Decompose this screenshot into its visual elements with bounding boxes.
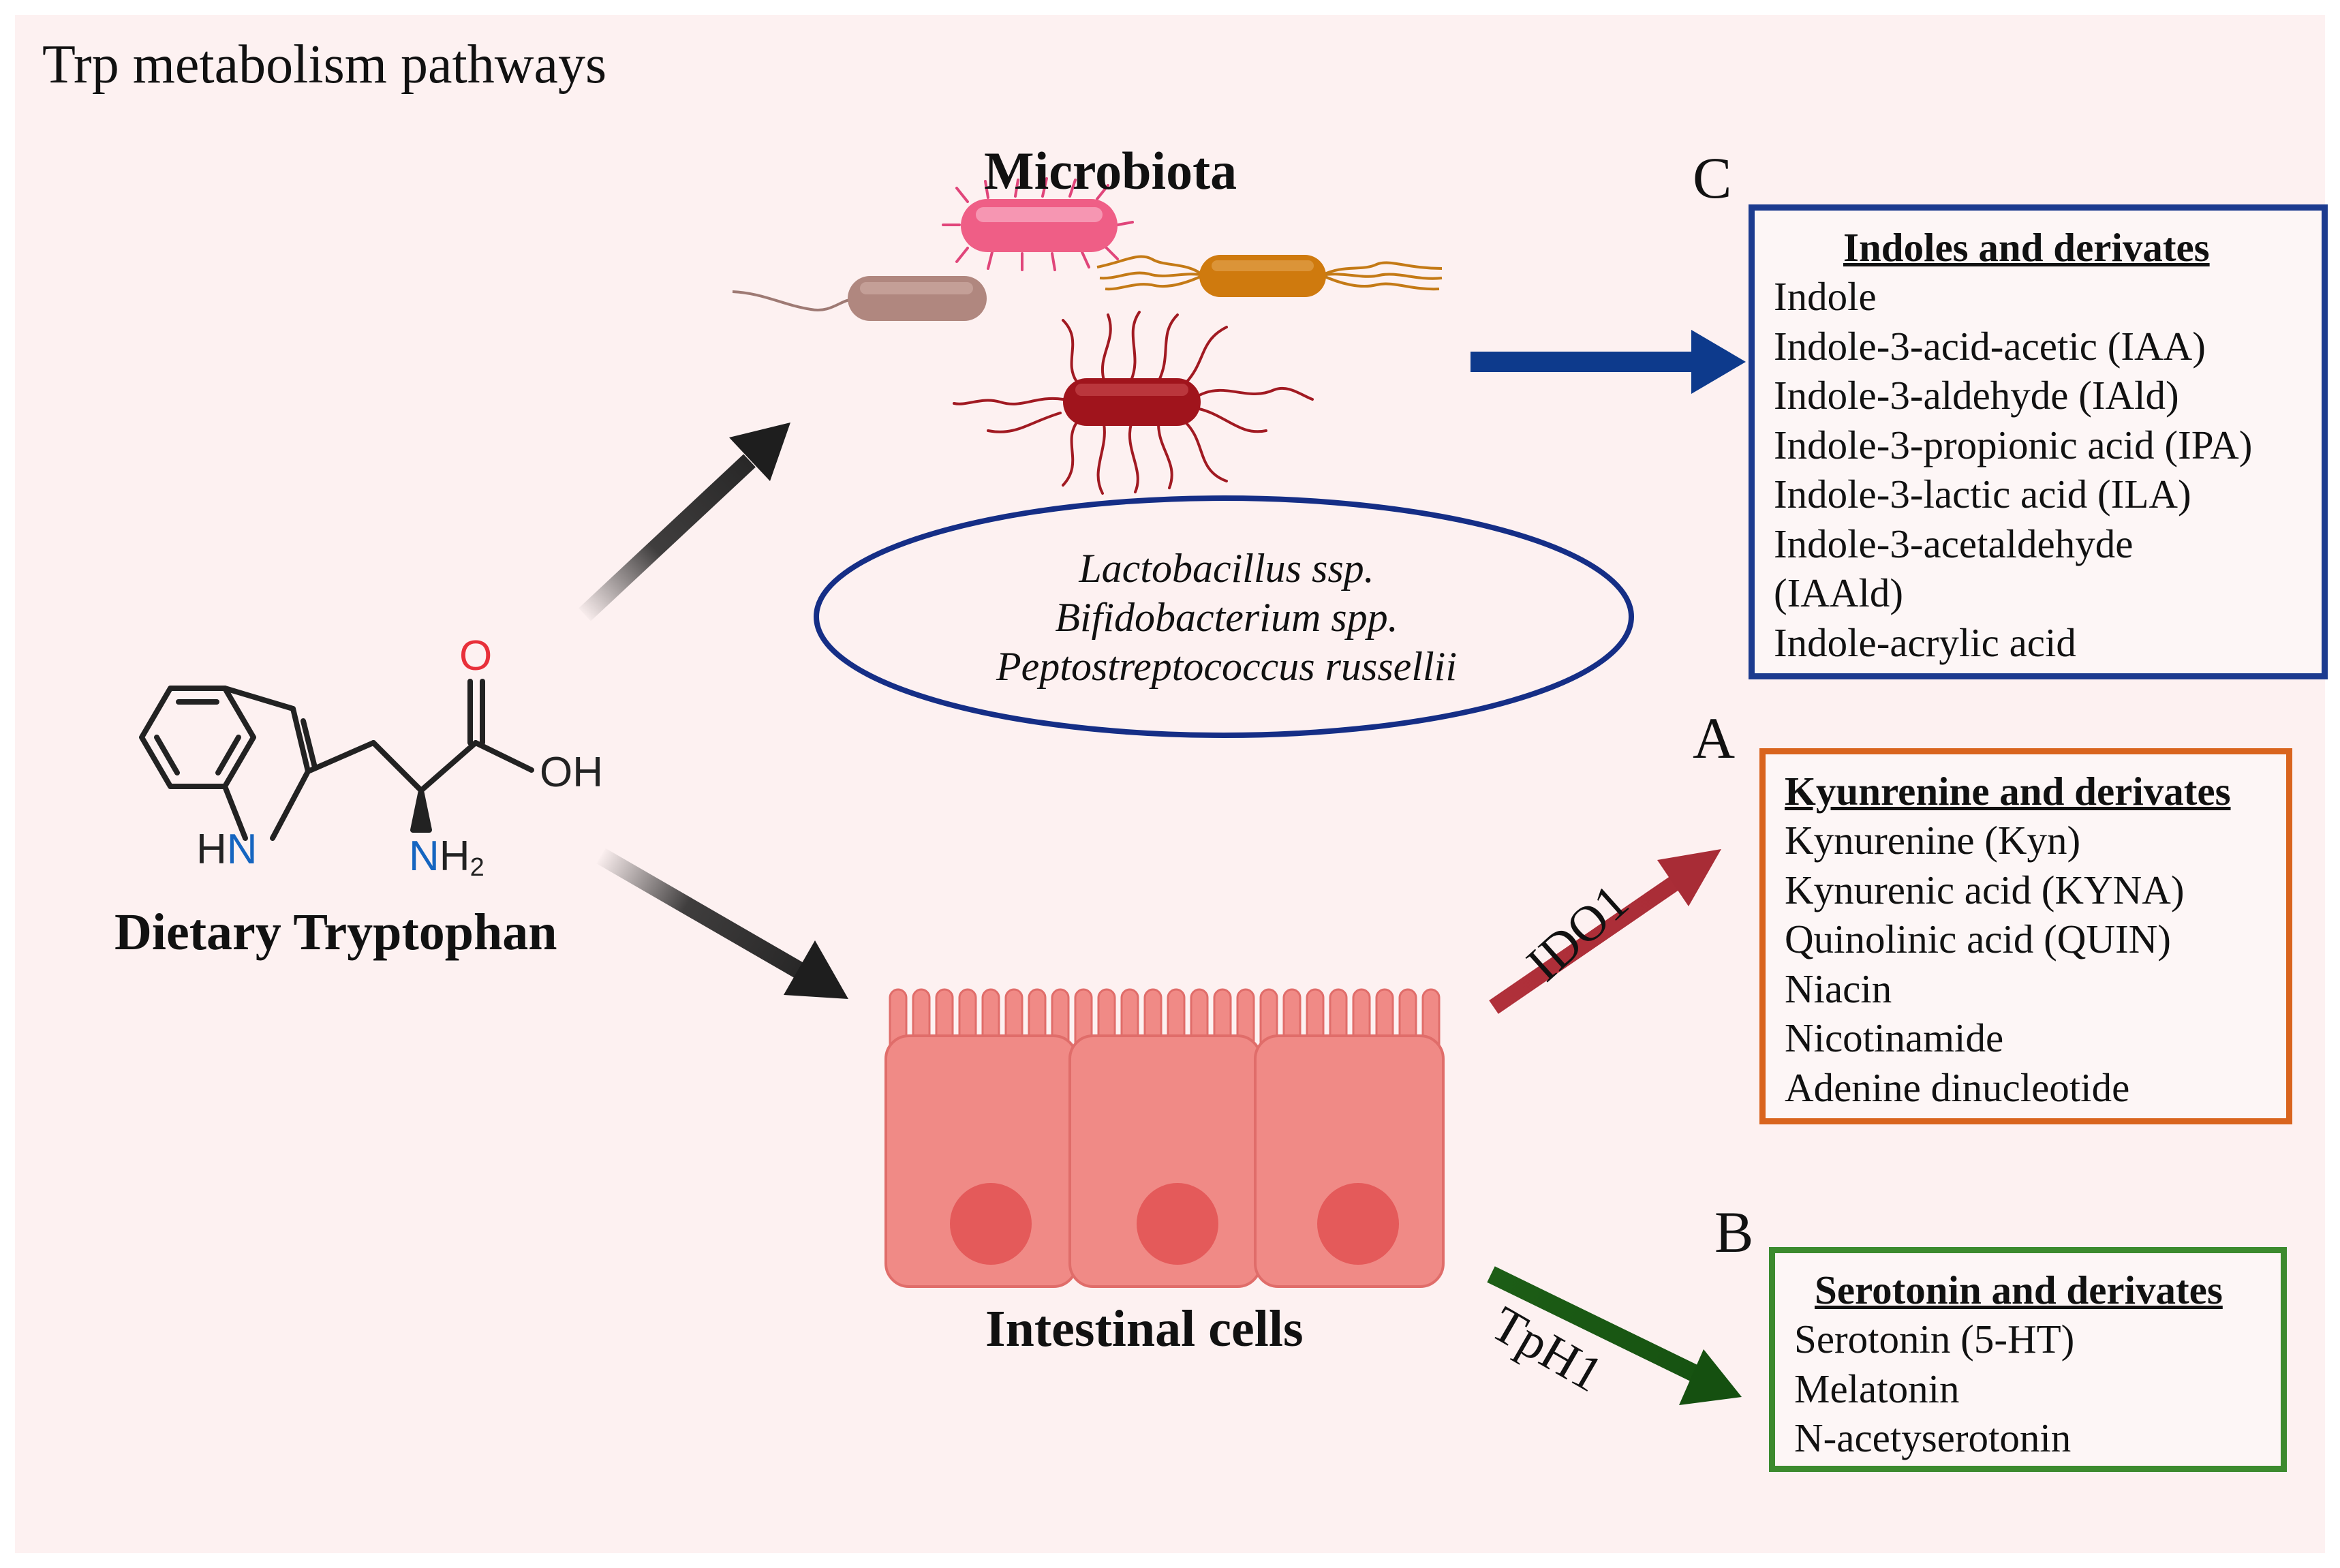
- atom-nh2: NH2: [409, 833, 484, 882]
- arrow-to-indoles: [1471, 330, 1746, 394]
- list-item: Nicotinamide: [1785, 1015, 2004, 1060]
- box-heading: Kyunrenine and derivates: [1785, 769, 2231, 814]
- atom-subscript: 2: [469, 853, 484, 882]
- bacteria-name: Lactobacillus ssp.: [1079, 546, 1374, 591]
- bacteria-list: Lactobacillus ssp. Bifidobacterium spp. …: [825, 544, 1629, 691]
- bacterium-brown: [732, 276, 987, 321]
- intestinal-cells-illustration: [884, 988, 1445, 1288]
- list-item: Serotonin (5-HT): [1794, 1317, 2075, 1362]
- list-item: Kynurenic acid (KYNA): [1785, 867, 2185, 912]
- bacterium-red: [953, 311, 1314, 495]
- bacteria-name: Bifidobacterium spp.: [1055, 595, 1398, 640]
- arrow-to-intestinal-cells: [596, 848, 848, 999]
- diagram-title: Trp metabolism pathways: [42, 35, 607, 95]
- indoles-box: Indoles and derivates Indole Indole-3-ac…: [1749, 204, 2328, 679]
- list-item: Indole: [1774, 274, 1877, 319]
- kynurenine-box: Kyunrenine and derivates Kynurenine (Kyn…: [1759, 748, 2292, 1124]
- atom-n: N: [409, 833, 440, 880]
- list-item: Indole-3-propionic acid (IPA): [1774, 422, 2253, 467]
- list-item: Melatonin: [1794, 1366, 1960, 1411]
- box-list: Indole Indole-3-acid-acetic (IAA) Indole…: [1774, 272, 2322, 667]
- list-item: (IAAld): [1774, 570, 1904, 615]
- list-item: Adenine dinucleotide: [1785, 1064, 2130, 1110]
- microbiota-label: Microbiota: [984, 141, 1237, 200]
- bacterium-pink: [942, 177, 1134, 271]
- list-item: Indole-acrylic acid: [1774, 619, 2076, 665]
- bacteria-ellipse: [814, 495, 1634, 738]
- pathway-letter-b: B: [1714, 1199, 1754, 1265]
- list-item: Indole-3-acid-acetic (IAA): [1774, 323, 2206, 369]
- intestinal-cells-label: Intestinal cells: [985, 1300, 1304, 1357]
- bacteria-name: Peptostreptococcus russellii: [996, 644, 1457, 689]
- box-list: Kynurenine (Kyn) Kynurenic acid (KYNA) Q…: [1785, 816, 2286, 1112]
- list-item: Indole-3-lactic acid (ILA): [1774, 472, 2191, 517]
- tryptophan-structure: [139, 679, 534, 841]
- arrow-tph1: [1487, 1266, 1742, 1405]
- box-heading: Indoles and derivates: [1843, 225, 2210, 270]
- arrow-ido1: [1489, 849, 1721, 1014]
- pathway-letter-c: C: [1693, 145, 1732, 211]
- atom-hydroxyl: OH: [540, 749, 603, 796]
- dietary-tryptophan-label: Dietary Tryptophan: [114, 904, 557, 961]
- serotonin-box: Serotonin and derivates Serotonin (5-HT)…: [1769, 1247, 2287, 1472]
- bacterium-orange: [1096, 255, 1443, 297]
- box-list: Serotonin (5-HT) Melatonin N-acetyseroto…: [1794, 1315, 2281, 1463]
- list-item: Kynurenine (Kyn): [1785, 818, 2081, 863]
- atom-n: N: [226, 826, 258, 873]
- list-item: Indole-3-acetaldehyde: [1774, 521, 2134, 566]
- atom-h: H: [196, 826, 227, 873]
- list-item: N-acetyserotonin: [1794, 1415, 2072, 1460]
- list-item: Indole-3-aldehyde (IAld): [1774, 373, 2179, 418]
- atom-h: H: [439, 833, 470, 880]
- box-heading: Serotonin and derivates: [1815, 1267, 2223, 1312]
- list-item: Niacin: [1785, 966, 1892, 1011]
- atom-hn: HN: [196, 829, 258, 871]
- pathway-letter-a: A: [1693, 705, 1736, 771]
- atom-oxygen: O: [459, 632, 493, 679]
- arrow-to-microbiota: [579, 422, 790, 621]
- list-item: Quinolinic acid (QUIN): [1785, 917, 2171, 962]
